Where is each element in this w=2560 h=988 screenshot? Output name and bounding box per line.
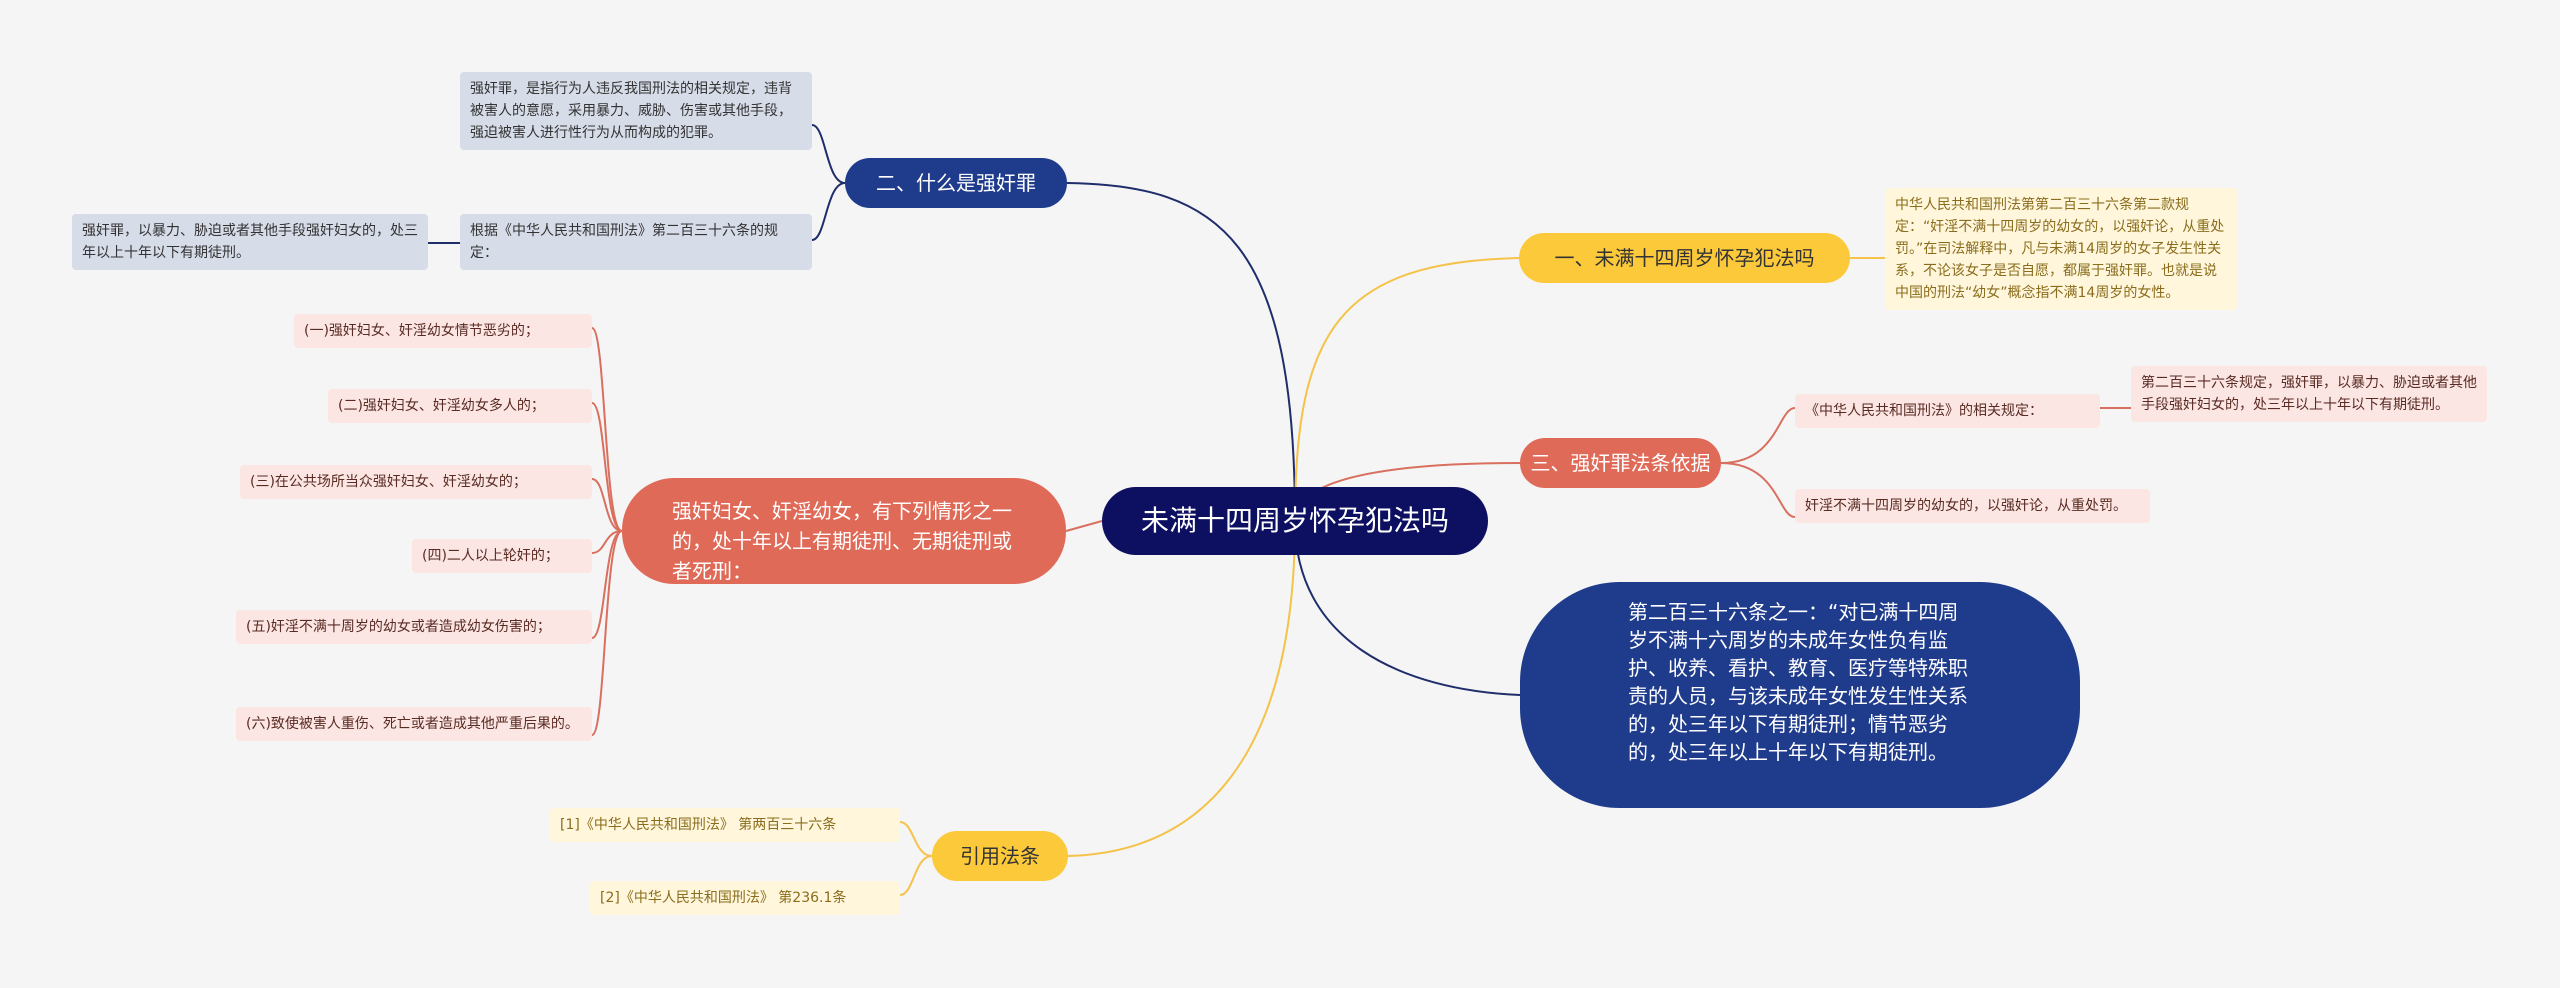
citation-item-2[interactable]: [2]《中华人民共和国刑法》 第236.1条 <box>590 881 900 915</box>
leaf-criminal-law-basis[interactable]: 根据《中华人民共和国刑法》第二百三十六条的规定： <box>460 214 812 270</box>
leaf-criminal-law-basis-text: 根据《中华人民共和国刑法》第二百三十六条的规定： <box>470 223 778 261</box>
branch-cited-laws[interactable]: 引用法条 <box>932 831 1068 881</box>
leaf-minor-rape-text: 奸淫不满十四周岁的幼女的，以强奸论，从重处罚。 <box>1805 498 2127 514</box>
leaf-rape-definition-text: 强奸罪，是指行为人违反我国刑法的相关规定，违背被害人的意愿，采用暴力、威胁、伤害… <box>470 81 792 141</box>
branch-cited-laws-label: 引用法条 <box>960 844 1040 868</box>
branch-article-236-1-text: 第二百三十六条之一：“对已满十四周岁不满十六周岁的未成年女性负有监护、收养、看护… <box>1628 600 1968 764</box>
aggravated-item-2-text: (二)强奸妇女、奸淫幼女多人的； <box>338 398 545 414</box>
citation-item-2-text: [2]《中华人民共和国刑法》 第236.1条 <box>600 890 847 906</box>
leaf-rape-definition[interactable]: 强奸罪，是指行为人违反我国刑法的相关规定，违背被害人的意愿，采用暴力、威胁、伤害… <box>460 72 812 150</box>
branch-aggravated-label: 强奸妇女、奸淫幼女，有下列情形之一的，处十年以上有期徒刑、无期徒刑或者死刑： <box>672 499 1012 583</box>
aggravated-item-3-text: (三)在公共场所当众强奸妇女、奸淫幼女的； <box>250 474 527 490</box>
aggravated-item-4-text: (四)二人以上轮奸的； <box>422 548 559 564</box>
edge-root-aggravated <box>1065 520 1103 532</box>
leaf-minor-rape[interactable]: 奸淫不满十四周岁的幼女的，以强奸论，从重处罚。 <box>1795 489 2150 523</box>
branch-what-is-rape-label: 二、什么是强奸罪 <box>876 171 1036 195</box>
leaf-article-236[interactable]: 第二百三十六条规定，强奸罪，以暴力、胁迫或者其他手段强奸妇女的，处三年以上十年以… <box>2131 366 2487 422</box>
root-title: 未满十四周岁怀孕犯法吗 <box>1140 504 1449 537</box>
edge-basis-minor <box>1720 462 1796 518</box>
list-item-aggravated-2[interactable]: (二)强奸妇女、奸淫幼女多人的； <box>328 389 592 423</box>
edge-root-what-is <box>1066 182 1296 522</box>
branch-legal-basis[interactable]: 三、强奸罪法条依据 <box>1520 438 1721 488</box>
edge-agg-1 <box>591 327 623 532</box>
edge-agg-4 <box>591 530 623 554</box>
aggravated-item-6-text: (六)致使被害人重伤、死亡或者造成其他严重后果的。 <box>246 716 579 732</box>
edge-cite-1 <box>899 821 933 857</box>
branch-under-14-pregnancy[interactable]: 一、未满十四周岁怀孕犯法吗 <box>1519 233 1850 283</box>
list-item-aggravated-1[interactable]: (一)强奸妇女、奸淫幼女情节恶劣的； <box>294 314 592 348</box>
leaf-under-14-explanation[interactable]: 中华人民共和国刑法第第二百三十六条第二款规定：“奸淫不满十四周岁的幼女的，以强奸… <box>1885 188 2237 310</box>
list-item-aggravated-4[interactable]: (四)二人以上轮奸的； <box>412 539 592 573</box>
leaf-basis-penalty-text: 强奸罪，以暴力、胁迫或者其他手段强奸妇女的，处三年以上十年以下有期徒刑。 <box>82 223 418 261</box>
list-item-aggravated-5[interactable]: (五)奸淫不满十周岁的幼女或者造成幼女伤害的； <box>236 610 592 644</box>
edge-root-art236-1 <box>1294 520 1521 696</box>
list-item-aggravated-3[interactable]: (三)在公共场所当众强奸妇女、奸淫幼女的； <box>240 465 592 499</box>
leaf-law-provisions-text: 《中华人民共和国刑法》的相关规定： <box>1805 403 2043 419</box>
branch-what-is-rape[interactable]: 二、什么是强奸罪 <box>845 158 1067 208</box>
edge-root-citations <box>1066 520 1296 857</box>
aggravated-item-5-text: (五)奸淫不满十周岁的幼女或者造成幼女伤害的； <box>246 619 551 635</box>
leaf-basis-penalty[interactable]: 强奸罪，以暴力、胁迫或者其他手段强奸妇女的，处三年以上十年以下有期徒刑。 <box>72 214 428 270</box>
edge-agg-2 <box>591 402 623 532</box>
leaf-under-14-text: 中华人民共和国刑法第第二百三十六条第二款规定：“奸淫不满十四周岁的幼女的，以强奸… <box>1895 197 2225 301</box>
branch-aggravated-circumstances[interactable]: 强奸妇女、奸淫幼女，有下列情形之一的，处十年以上有期徒刑、无期徒刑或者死刑： <box>622 478 1066 584</box>
edge-basis-law <box>1720 407 1796 464</box>
edge-agg-5 <box>591 530 623 639</box>
aggravated-item-1-text: (一)强奸妇女、奸淫幼女情节恶劣的； <box>304 323 539 339</box>
edge-agg-6 <box>591 530 623 736</box>
citation-item-1[interactable]: [1]《中华人民共和国刑法》 第两百三十六条 <box>550 808 900 842</box>
edge-agg-3 <box>591 478 623 532</box>
branch-article-236-1[interactable]: 第二百三十六条之一：“对已满十四周岁不满十六周岁的未成年女性负有监护、收养、看护… <box>1520 582 2080 808</box>
citation-item-1-text: [1]《中华人民共和国刑法》 第两百三十六条 <box>560 817 837 833</box>
edge-whatis-basis <box>811 182 846 241</box>
list-item-aggravated-6[interactable]: (六)致使被害人重伤、死亡或者造成其他严重后果的。 <box>236 707 592 741</box>
root-topic[interactable]: 未满十四周岁怀孕犯法吗 <box>1102 487 1488 555</box>
leaf-law-provisions[interactable]: 《中华人民共和国刑法》的相关规定： <box>1795 394 2100 428</box>
branch-legal-basis-label: 三、强奸罪法条依据 <box>1530 451 1711 475</box>
edge-root-under14 <box>1294 257 1520 522</box>
branch-under-14-label: 一、未满十四周岁怀孕犯法吗 <box>1554 246 1815 270</box>
leaf-article-236-text: 第二百三十六条规定，强奸罪，以暴力、胁迫或者其他手段强奸妇女的，处三年以上十年以… <box>2141 375 2477 413</box>
edge-cite-2 <box>899 855 933 896</box>
edge-whatis-definition <box>811 124 846 184</box>
